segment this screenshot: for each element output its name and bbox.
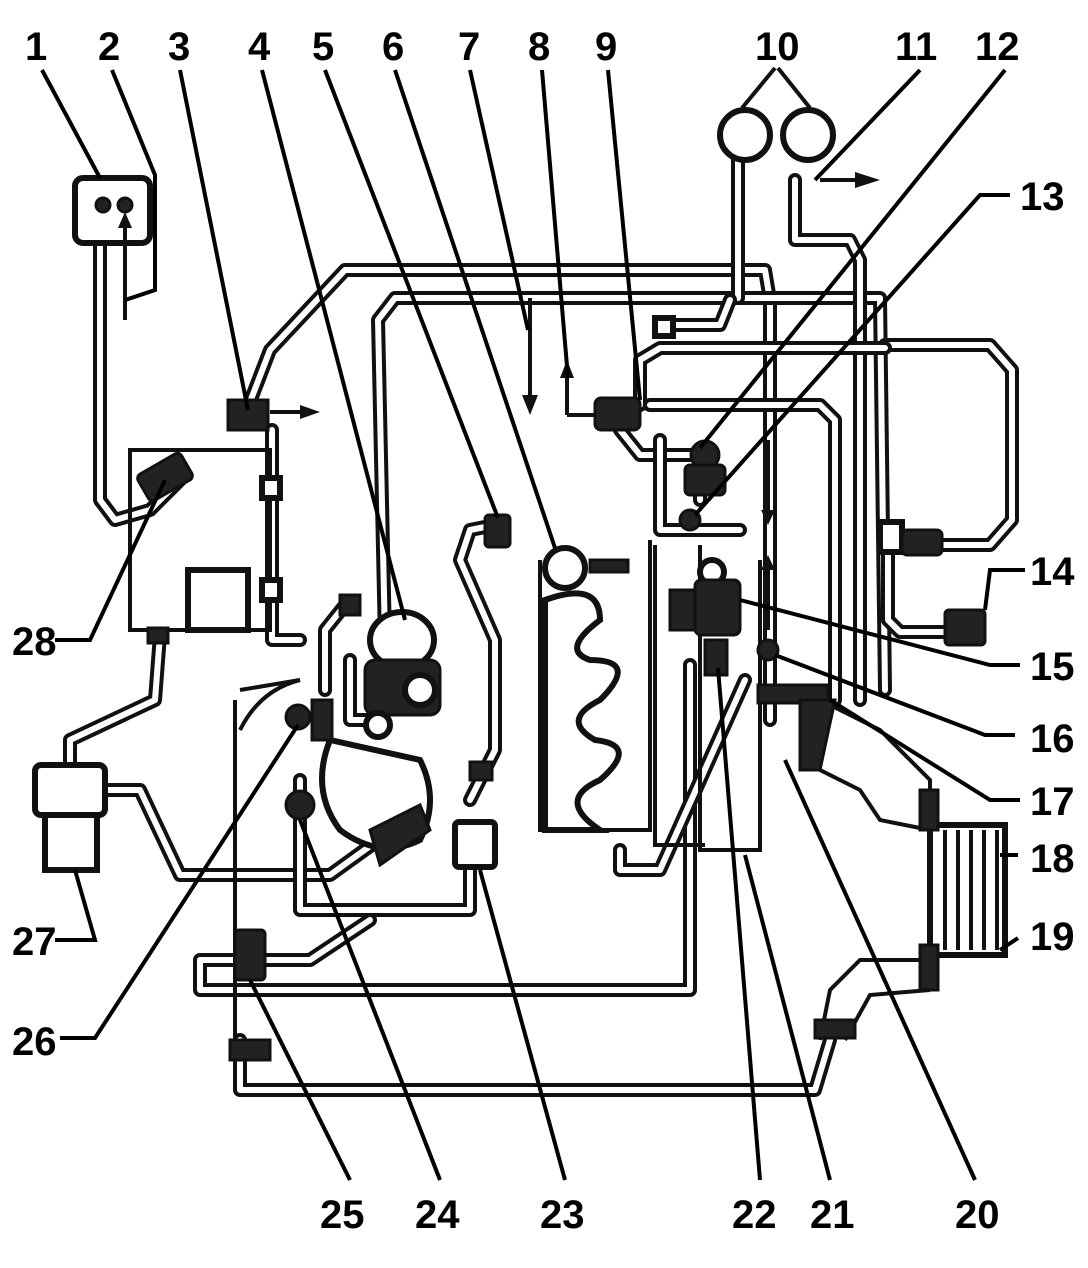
canister	[185, 567, 251, 633]
callout-7: 7	[458, 25, 480, 69]
callout-27: 27	[12, 920, 57, 964]
arrow-up-icon	[118, 212, 132, 228]
callout-25: 25	[320, 1193, 365, 1237]
callout-14: 14	[1030, 550, 1075, 594]
callout-1: 1	[25, 25, 47, 69]
part-28-tee	[136, 451, 194, 503]
port-icon	[116, 196, 134, 214]
callout-15: 15	[1030, 645, 1075, 689]
hose-clamp	[468, 760, 494, 782]
part-10-gauge-right	[780, 107, 836, 163]
hose-clamp	[338, 593, 362, 617]
hose-clamp	[877, 519, 905, 555]
hose-section	[368, 802, 432, 868]
components	[32, 66, 1008, 1062]
callout-6: 6	[382, 25, 404, 69]
manifold-runner	[653, 545, 705, 847]
callout-3: 3	[168, 25, 190, 69]
part-23-filter	[452, 819, 498, 870]
regulator-stem	[588, 558, 630, 574]
part-27-canister-body	[42, 812, 100, 873]
hose-clamp	[918, 943, 940, 992]
callout-22: 22	[732, 1193, 777, 1237]
part-16-valve	[756, 638, 780, 662]
engine-outline	[128, 448, 932, 1060]
callout-9: 9	[595, 25, 617, 69]
callout-24: 24	[415, 1193, 460, 1237]
part-27-canister-top	[32, 762, 108, 818]
port-icon	[94, 196, 112, 214]
hose-clamp	[146, 626, 170, 645]
callout-18: 18	[1030, 837, 1075, 881]
leader-lines	[40, 68, 1025, 1181]
part-1-switch	[72, 175, 153, 246]
callout-numbers: 1 2 3 4 5 6 7 8 9 10 11 12 13 14 15 16 1…	[12, 25, 1075, 1237]
arrow-up-icon	[761, 555, 775, 570]
callout-26: 26	[12, 1020, 57, 1064]
cylinder-head	[542, 590, 622, 833]
hose-clamp	[652, 315, 676, 339]
hose-clamp	[813, 1018, 857, 1040]
leader-10	[740, 66, 812, 110]
callout-2: 2	[98, 25, 120, 69]
part-9-solenoid	[593, 396, 642, 432]
part-10-gauge-left	[717, 107, 773, 163]
part-14-sensor	[943, 608, 987, 647]
part-25-sensor	[233, 928, 267, 982]
callout-8: 8	[528, 25, 550, 69]
part-18-intercooler	[927, 822, 1008, 958]
callout-23: 23	[540, 1193, 585, 1237]
head-cover	[538, 540, 652, 832]
callout-17: 17	[1030, 780, 1075, 824]
hose-clamp	[228, 1038, 272, 1062]
arrow-right-icon	[855, 172, 880, 188]
engine-curve	[238, 678, 301, 731]
arrow-down-icon	[522, 395, 538, 415]
callout-19: 19	[1030, 915, 1075, 959]
hose-clamp	[259, 577, 283, 603]
part-26-fitting	[284, 703, 312, 731]
inline-filter	[900, 528, 944, 557]
hose-clamp	[310, 698, 334, 742]
callout-4: 4	[248, 25, 271, 69]
callout-28: 28	[12, 620, 57, 664]
part-22-valve	[703, 638, 729, 677]
part-17-throttle	[798, 698, 837, 772]
part-5-check-valve	[483, 513, 512, 549]
callout-13: 13	[1020, 175, 1065, 219]
arrow-right-icon	[300, 405, 320, 419]
callout-5: 5	[312, 25, 334, 69]
hose-routing	[63, 143, 1019, 1097]
arrow-down-icon	[761, 510, 775, 525]
manifold-body	[698, 545, 762, 852]
hose-clamp	[918, 788, 940, 832]
callout-21: 21	[810, 1193, 855, 1237]
callout-11: 11	[895, 25, 937, 69]
intercooler-fins	[943, 830, 999, 950]
part-24-valve	[284, 789, 316, 821]
valve-icon	[402, 672, 438, 708]
callout-12: 12	[975, 25, 1020, 69]
callout-16: 16	[1030, 717, 1075, 761]
valve-icon	[363, 710, 393, 740]
callout-20: 20	[955, 1193, 1000, 1237]
part-6-regulator	[542, 545, 588, 591]
callout-10: 10	[755, 25, 800, 69]
part-21-actuator	[693, 578, 742, 637]
hose-clamp	[259, 475, 283, 501]
